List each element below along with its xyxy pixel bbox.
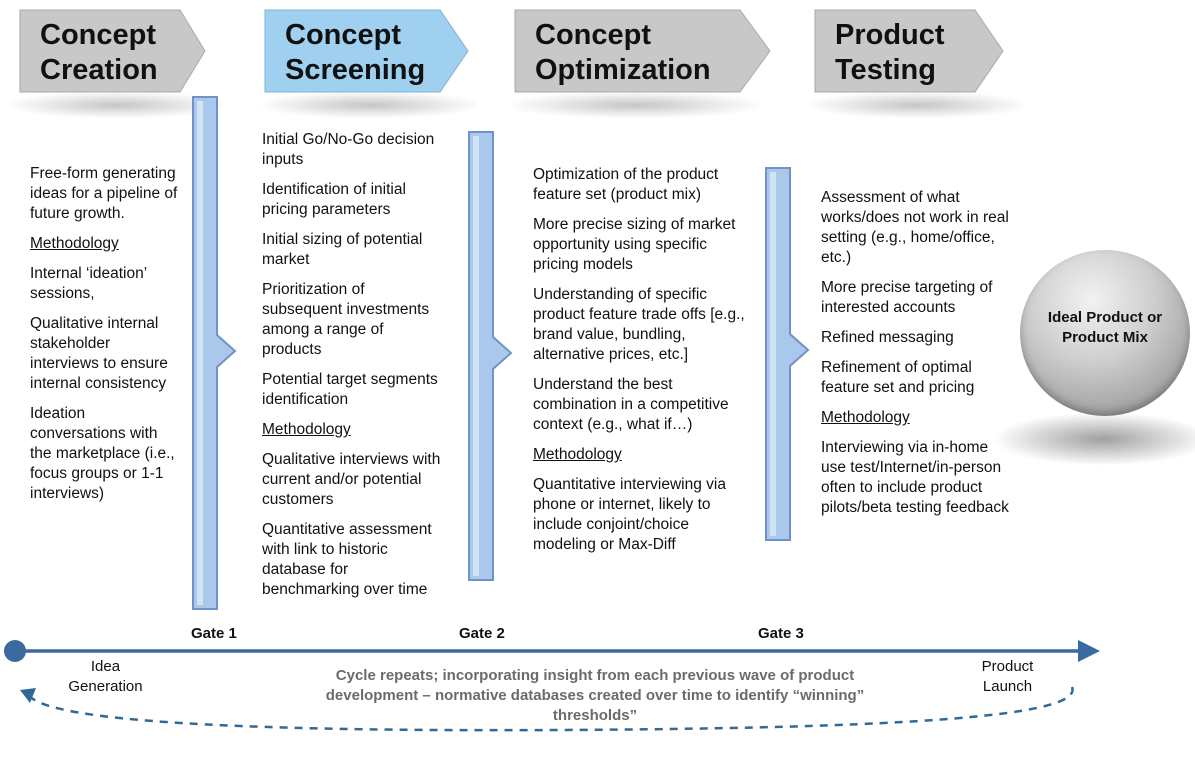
column-item: Optimization of the product feature set … (533, 166, 719, 203)
stage-title-line1: Concept (40, 19, 156, 51)
methodology-heading: Methodology (821, 409, 910, 426)
column-item: Internal ‘ideation’ sessions, (30, 265, 147, 302)
column-item: Understanding of specific product featur… (533, 286, 745, 363)
stage-title: Product Testing (835, 18, 945, 88)
timeline-arrowhead (1078, 640, 1100, 662)
column-item: Potential target segments identification (262, 371, 438, 408)
gate-label-3: Gate 3 (758, 625, 804, 642)
stage-title-line2: Optimization (535, 54, 711, 86)
stage-shadow (810, 92, 1025, 118)
ideal-product-line2: Product Mix (1062, 329, 1148, 346)
idea-generation-label: Idea Generation (48, 657, 163, 697)
stage-arrow-shape (264, 9, 469, 93)
column-item: Initial Go/No-Go decision inputs (262, 131, 435, 168)
column-item: Assessment of what works/does not work i… (821, 189, 1009, 266)
result-shadow (995, 413, 1195, 465)
column-item: Quantitative assessment with link to his… (262, 521, 432, 598)
column-item: Refinement of optimal feature set and pr… (821, 359, 975, 396)
methodology-heading: Methodology (30, 235, 119, 252)
stage-arrow-shape (814, 9, 1004, 93)
stage-arrow-concept-screening: Concept Screening (264, 8, 480, 94)
stage-title-line1: Product (835, 19, 945, 51)
column-concept-creation: Free-form generating ideas for a pipelin… (30, 164, 182, 514)
gate-bar-1 (190, 95, 240, 620)
stage-title: Concept Screening (285, 18, 425, 88)
stage-shadow (510, 92, 760, 118)
column-product-testing: Assessment of what works/does not work i… (821, 188, 1011, 528)
methodology-heading: Methodology (533, 446, 622, 463)
column-item: Free-form generating ideas for a pipelin… (30, 165, 178, 222)
stage-arrow-shape (19, 9, 206, 93)
cycle-return-arc (26, 686, 1074, 732)
stage-title-line2: Testing (835, 54, 936, 86)
cycle-return-arrowhead (20, 688, 36, 703)
idea-generation-line1: Idea (90, 658, 121, 675)
column-item: Qualitative internal stakeholder intervi… (30, 315, 168, 392)
ideal-product-label: Ideal Product or Product Mix (1030, 308, 1180, 348)
timeline-graphic (4, 640, 1100, 732)
column-item: Quantitative interviewing via phone or i… (533, 476, 726, 553)
gate-bar-shape (765, 167, 810, 541)
gate-bar-2 (466, 130, 516, 590)
column-item: Identification of initial pricing parame… (262, 181, 406, 218)
column-item: More precise sizing of market opportunit… (533, 216, 736, 273)
column-item: Initial sizing of potential market (262, 231, 423, 268)
stage-title-line2: Creation (40, 54, 158, 86)
stage-title-line1: Concept (285, 19, 401, 51)
product-launch-label: Product Launch (960, 657, 1055, 697)
stage-arrow-shape (514, 9, 771, 93)
stage-arrow-concept-optimization: Concept Optimization (514, 8, 771, 94)
gate-bar-shape (192, 96, 237, 610)
ideal-product-sphere (1020, 250, 1190, 416)
gate-label-1: Gate 1 (191, 625, 237, 642)
gate-bar-shape (468, 131, 513, 581)
cycle-repeats-text: Cycle repeats; incorporating insight fro… (325, 667, 865, 724)
gate-bar-3 (763, 166, 813, 551)
column-item: Refined messaging (821, 329, 954, 346)
stage-shadow (10, 92, 225, 118)
stage-arrow-product-testing: Product Testing (814, 8, 1030, 94)
ideal-product-line1: Ideal Product or (1047, 309, 1163, 326)
column-item: Qualitative interviews with current and/… (262, 451, 441, 508)
stage-title: Concept Optimization (535, 18, 711, 88)
stage-title: Concept Creation (40, 18, 158, 88)
product-launch-line2: Launch (982, 678, 1033, 695)
gate-label-2: Gate 2 (459, 625, 505, 642)
column-concept-optimization: Optimization of the product feature set … (533, 165, 748, 565)
column-item: Ideation conversations with the marketpl… (30, 405, 175, 502)
stage-title-line1: Concept (535, 19, 651, 51)
idea-generation-line2: Generation (68, 678, 143, 695)
column-item: More precise targeting of interested acc… (821, 279, 993, 316)
product-launch-line1: Product (981, 658, 1034, 675)
column-item: Interviewing via in-home use test/Intern… (821, 439, 1009, 516)
column-item: Prioritization of subsequent investments… (262, 281, 430, 358)
stage-arrow-concept-creation: Concept Creation (19, 8, 235, 94)
column-concept-screening: Initial Go/No-Go decision inputs Identif… (262, 130, 447, 610)
methodology-heading: Methodology (262, 421, 351, 438)
column-item: Understand the best combination in a com… (533, 376, 729, 433)
stage-title-line2: Screening (285, 54, 426, 86)
stage-shadow (262, 92, 477, 118)
